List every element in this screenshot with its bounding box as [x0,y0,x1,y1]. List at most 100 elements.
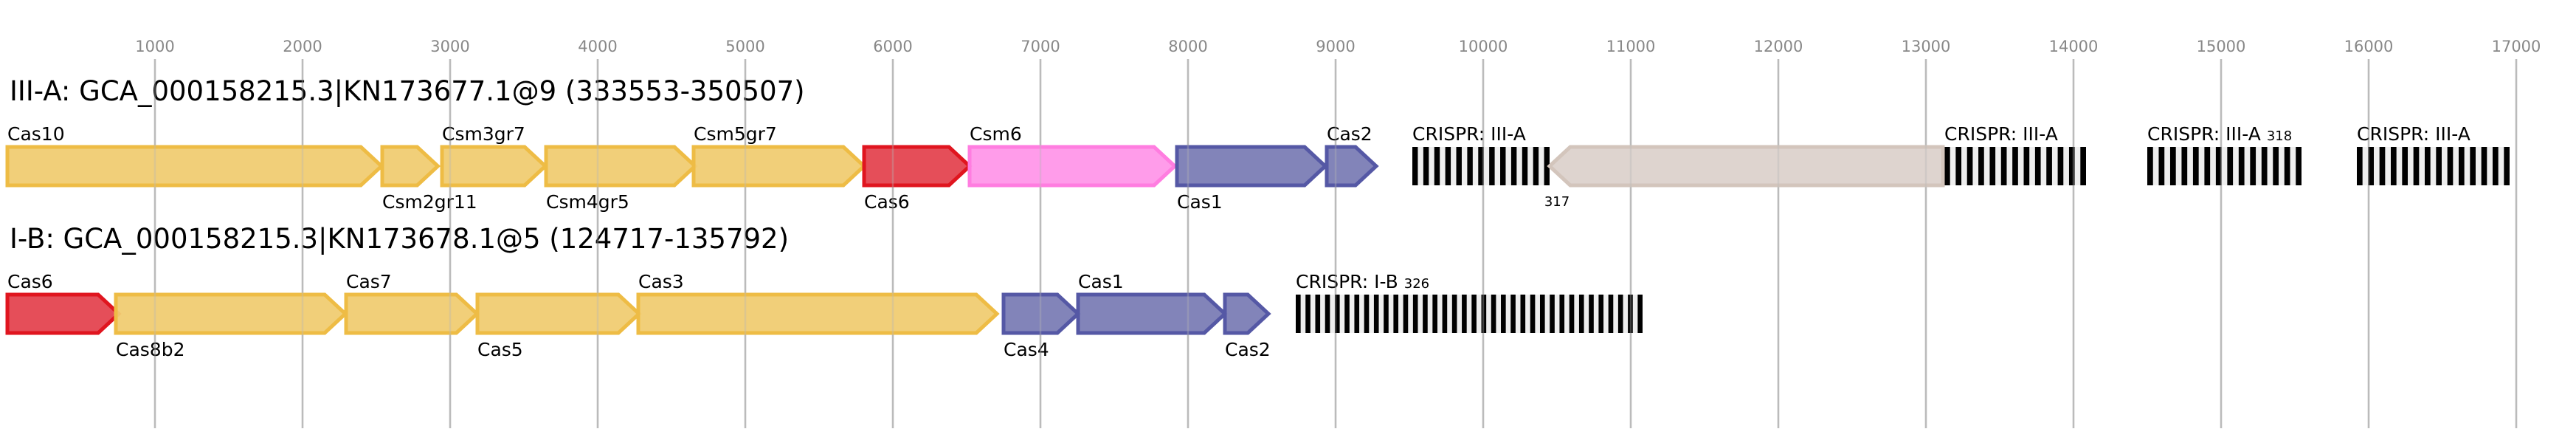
gene-label: Cas2 [1225,339,1271,360]
crispr-repeat [1500,147,1506,185]
gene-label: Cas1 [1078,271,1124,292]
crispr-repeat [1325,295,1330,333]
gene-csm2gr11[interactable]: Csm2gr11 [380,145,477,213]
crispr-repeat [1432,295,1437,333]
crispr-repeat [2034,147,2041,185]
gene-cas1[interactable]: Cas1 [1175,145,1328,213]
gene-csm6[interactable]: Csm6 [967,123,1178,188]
gene-arrow [344,292,480,335]
crispr-array[interactable]: CRISPR: III-A [2357,123,2510,185]
gene-unlabeled[interactable] [1547,145,1945,188]
crispr-repeat [1544,147,1550,185]
gene-cas6[interactable]: Cas6 [5,271,122,335]
crispr-repeat [1533,147,1539,185]
crispr-repeat [2402,147,2408,185]
crispr-repeat [1510,295,1516,333]
gene-arrow [475,292,642,335]
gene-label: Cas8b2 [116,339,184,360]
crispr-repeat [1608,295,1614,333]
crispr-repeat [2470,147,2476,185]
gene-cas10[interactable]: Cas10 [5,123,384,188]
gene-cas6[interactable]: Cas6 [862,145,973,213]
crispr-repeat [1471,295,1477,333]
gene-arrow [5,145,384,188]
gene-label: Cas7 [346,271,392,292]
gene-arrow [1076,292,1228,335]
axis-tick-label: 4000 [578,38,617,55]
crispr-repeat [1442,295,1448,333]
crispr-repeat [1364,295,1370,333]
axis-tick-label: 12000 [1754,38,1803,55]
gene-cas2[interactable]: Cas2 [1223,292,1271,360]
gene-cas8b2[interactable]: Cas8b2 [114,292,348,360]
crispr-repeat [1403,295,1409,333]
gene-arrow [967,145,1178,188]
crispr-repeat [2413,147,2420,185]
gene-cas3[interactable]: Cas3 [636,271,1000,335]
crispr-repeat [2250,147,2256,185]
gene-cas4[interactable]: Cas4 [1001,292,1081,360]
crispr-array[interactable]: CRISPR: III-A [2147,123,2302,185]
crispr-repeat [1393,295,1399,333]
axis-tick-label: 3000 [430,38,469,55]
crispr-repeat [2068,147,2075,185]
crispr-repeat [1451,295,1457,333]
crispr-repeat [1550,295,1555,333]
crispr-repeat [1305,295,1311,333]
crispr-repeat [2023,147,2030,185]
crispr-repeat [1489,147,1495,185]
gene-label: Csm2gr11 [382,191,477,213]
crispr-repeat [2147,147,2153,185]
crispr-repeat [1423,147,1429,185]
gene-label: Cas6 [7,271,53,292]
crispr-repeat [1559,295,1565,333]
gene-csm5gr7[interactable]: Csm5gr7 [691,123,867,188]
crispr-array[interactable]: CRISPR: I-B [1296,271,1643,333]
crispr-repeat [1510,147,1517,185]
crispr-repeat [2057,147,2064,185]
gene-arrow [862,145,973,188]
crispr-repeat [1384,295,1389,333]
axis-tick-label: 14000 [2049,38,2099,55]
crispr-array[interactable]: CRISPR: III-A [1944,123,2086,185]
crispr-repeat [1944,147,1950,185]
gene-arrow [691,145,867,188]
crispr-repeat [1520,295,1526,333]
crispr-repeat [2284,147,2290,185]
gene-cas2[interactable]: Cas2 [1325,123,1379,188]
gene-label: Csm4gr5 [546,191,629,213]
gene-arrow [544,145,698,188]
axis-tick-label: 2000 [283,38,322,55]
gene-cas7[interactable]: Cas7 [344,271,480,335]
crispr-repeat [2227,147,2234,185]
gene-cas1[interactable]: Cas1 [1076,271,1228,335]
gridline-overlay [153,59,2518,428]
crispr-repeat [2493,147,2499,185]
gene-arrow [440,145,548,188]
crispr-array[interactable]: CRISPR: III-A [1412,123,1550,185]
crispr-repeat [1501,295,1506,333]
gene-arrow [636,292,1000,335]
crispr-repeat [2046,147,2052,185]
gene-arrow [380,145,441,188]
crispr-repeat [2296,147,2302,185]
crispr-repeat [1481,295,1487,333]
gene-cas5[interactable]: Cas5 [475,292,642,360]
axis-tick-label: 13000 [1902,38,1951,55]
axis-tick-label: 11000 [1606,38,1656,55]
crispr-repeat [2000,147,2007,185]
gene-arrow [1547,145,1945,188]
crispr-repeat [2261,147,2268,185]
gene-csm4gr5[interactable]: Csm4gr5 [544,145,698,213]
axis-tick-label: 15000 [2197,38,2246,55]
axis-tick-label: 9000 [1316,38,1355,55]
gene-label: Cas1 [1177,191,1223,213]
gene-csm3gr7[interactable]: Csm3gr7 [440,123,548,188]
crispr-repeat [2215,147,2222,185]
gene-label: Csm5gr7 [694,123,777,145]
crispr-repeat [1628,295,1633,333]
crispr-repeat [2357,147,2363,185]
crispr-repeat [2192,147,2199,185]
crispr-repeat [2459,147,2465,185]
crispr-repeat [1522,147,1528,185]
